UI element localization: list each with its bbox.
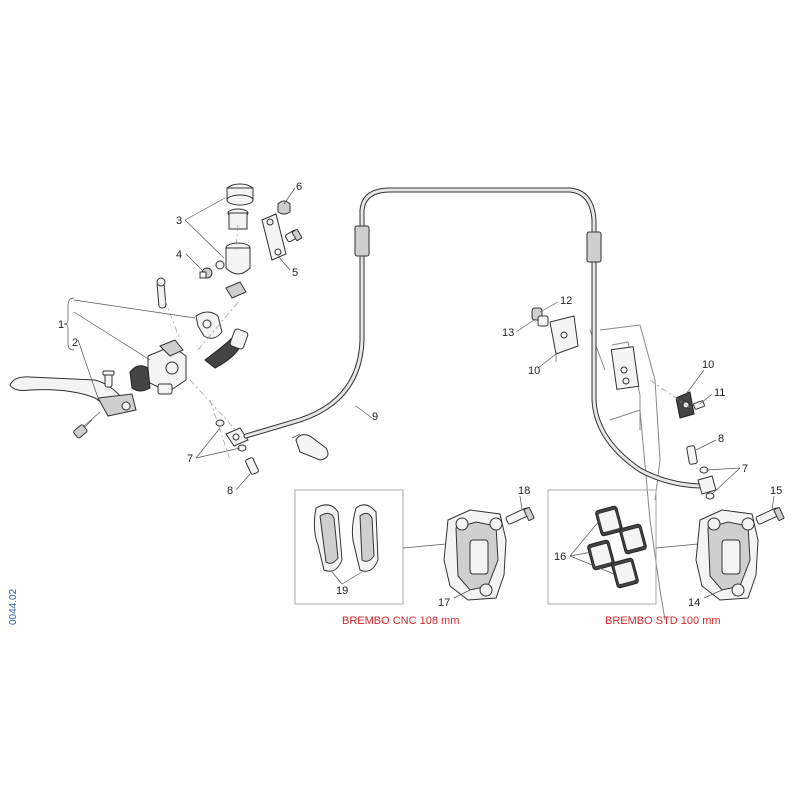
brake-lever [9,370,137,439]
std-caliper [695,507,785,601]
left-banjo-fittings [215,419,259,475]
cnc-brake-pads [313,504,379,572]
callout-19: 19 [336,585,348,597]
callout-16: 16 [554,551,566,563]
callout-18: 18 [518,485,530,497]
brake-hose [243,187,703,489]
callout-labels: 1 2 3 4 5 6 7 8 9 10 10 11 12 13 7 8 19 … [58,181,782,609]
callout-14: 14 [688,597,700,609]
callout-5: 5 [292,267,298,279]
std-pads-inset [547,489,657,605]
assembly-axes-left [164,224,246,461]
callout-4: 4 [176,249,182,261]
callout-10-upper: 10 [528,365,540,377]
callout-7-right: 7 [742,463,748,475]
callout-17: 17 [438,597,450,609]
callout-8-right: 8 [718,433,724,445]
fork-leg-outline [589,324,666,621]
callout-6: 6 [296,181,302,193]
callout-9: 9 [372,411,378,423]
reservoir [199,183,254,299]
callout-1: 1 [58,319,64,331]
right-banjo-fittings [686,445,717,500]
master-cylinder [129,277,249,395]
variant-label-cnc: BREMBO CNC 108 mm [342,615,459,627]
callout-3: 3 [176,215,182,227]
callout-11: 11 [714,387,725,399]
hose-bracket-upper [531,307,579,362]
callout-10-lower: 10 [702,359,714,371]
cnc-pads-inset [294,489,404,605]
leader-lines [63,187,775,599]
hose-clip [291,433,329,461]
hose-bracket-lower [649,379,705,419]
std-brake-pads [587,505,647,589]
reservoir-bracket [261,200,303,261]
callout-13: 13 [502,327,514,339]
variant-label-std: BREMBO STD 100 mm [605,615,721,627]
callout-8-left: 8 [227,485,233,497]
reference-code: 0044.02 [8,588,19,625]
callout-7-left: 7 [187,453,193,465]
cnc-caliper [443,507,535,601]
callout-15: 15 [770,485,782,497]
callout-12: 12 [560,295,572,307]
callout-2: 2 [72,337,78,349]
